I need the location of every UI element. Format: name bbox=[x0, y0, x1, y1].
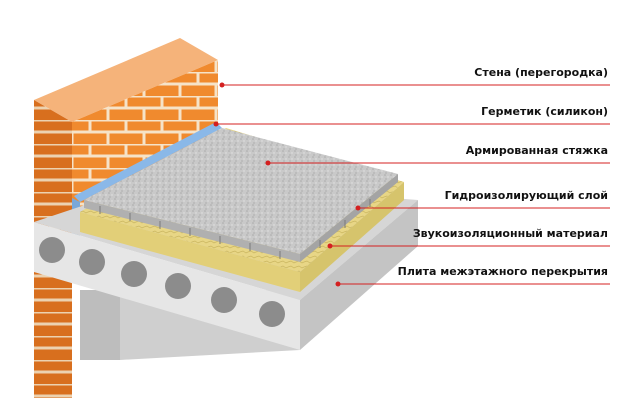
screed-top bbox=[84, 128, 398, 254]
brick-wall-top bbox=[34, 38, 218, 122]
label-sealant: Герметик (силикон) bbox=[481, 105, 608, 118]
slab-void bbox=[79, 249, 105, 275]
slab-side bbox=[300, 200, 418, 350]
slab-void bbox=[165, 273, 191, 299]
insulation-side bbox=[300, 182, 404, 292]
slab-void bbox=[39, 237, 65, 263]
leader-dot bbox=[213, 121, 219, 127]
reinforcement-mesh bbox=[99, 199, 371, 259]
leader-dots bbox=[213, 82, 361, 287]
slab-void bbox=[259, 301, 285, 327]
leader-dot bbox=[265, 160, 271, 166]
leader-dot bbox=[335, 281, 341, 287]
slab-void bbox=[211, 287, 237, 313]
label-screed: Армированная стяжка bbox=[465, 144, 608, 157]
label-wall: Стена (перегородка) bbox=[474, 66, 608, 79]
label-slab: Плита межэтажного перекрытия bbox=[397, 265, 608, 278]
slab-support-wall bbox=[80, 290, 120, 360]
label-waterproofing: Гидроизолирующий слой bbox=[444, 189, 608, 202]
reinforced-screed bbox=[84, 128, 398, 262]
leader-dot bbox=[219, 82, 225, 88]
leader-dot bbox=[355, 205, 361, 211]
slab-void bbox=[121, 261, 147, 287]
leader-dot bbox=[327, 243, 333, 249]
label-soundproofing: Звукоизоляционный материал bbox=[412, 227, 608, 240]
screed-side bbox=[300, 174, 398, 262]
sealant-strip bbox=[74, 122, 222, 202]
insulation-front bbox=[80, 212, 300, 292]
leader-lines bbox=[216, 84, 610, 285]
screed-front bbox=[84, 200, 300, 262]
